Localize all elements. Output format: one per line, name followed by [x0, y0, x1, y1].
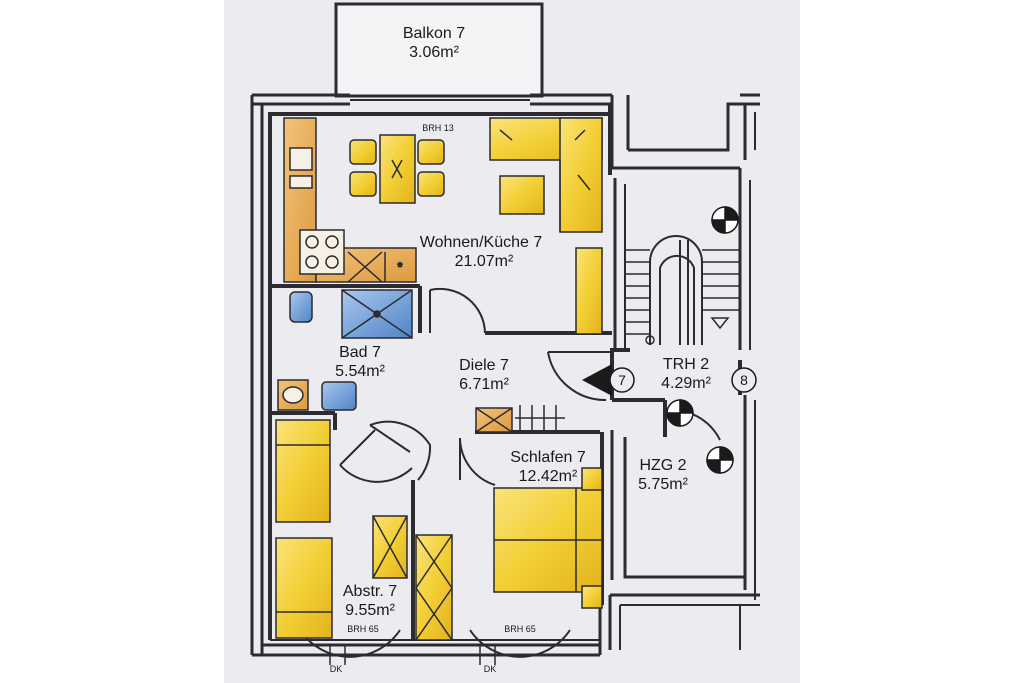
unit-7-marker: 7 — [618, 372, 626, 388]
unit-8-marker-group: 8 — [731, 367, 757, 393]
unit-8-marker: 8 — [740, 372, 748, 388]
dk-right-note: DK — [484, 664, 497, 674]
storage-furniture — [275, 419, 408, 639]
doors — [299, 235, 721, 658]
light-symbols — [666, 206, 739, 474]
bad-area: 5.54m² — [335, 363, 385, 380]
wohnen-area: 21.07m² — [455, 253, 514, 270]
brh-right-note: BRH 65 — [504, 624, 536, 634]
svg-text:*: * — [398, 260, 403, 274]
stairs — [625, 249, 740, 345]
wohnen-name: Wohnen/Küche 7 — [420, 234, 543, 251]
bad-name: Bad 7 — [339, 344, 381, 361]
balkon-area: 3.06m² — [409, 44, 459, 61]
brh-left-note: BRH 65 — [347, 624, 379, 634]
dining-table — [349, 134, 445, 204]
abstr-area: 9.55m² — [345, 602, 395, 619]
hzg-name: HZG 2 — [639, 457, 686, 474]
hall-wardrobe — [475, 405, 565, 433]
plan-notes: BRH 13 BRH 65 BRH 65 DK DK — [330, 123, 536, 674]
hzg-area: 5.75m² — [638, 476, 688, 493]
diele-name: Diele 7 — [459, 357, 509, 374]
diele-area: 6.71m² — [459, 376, 509, 393]
living-sofa — [489, 117, 603, 335]
abstr-name: Abstr. 7 — [343, 583, 397, 600]
kitchen-counter: * — [283, 117, 417, 283]
trh-name: TRH 2 — [663, 356, 709, 373]
schlafen-area: 12.42m² — [519, 468, 578, 485]
bathroom-fixtures — [277, 289, 413, 411]
entry-arrow-marker: 7 — [582, 364, 635, 396]
brh-top-note: BRH 13 — [422, 123, 454, 133]
schlafen-name: Schlafen 7 — [510, 449, 586, 466]
balcony — [334, 2, 544, 98]
dk-left-note: DK — [330, 664, 343, 674]
outer-walls — [250, 93, 760, 657]
bottom-window-lines — [329, 645, 496, 665]
balkon-name: Balkon 7 — [403, 25, 465, 42]
room-labels: Balkon 7 3.06m² Wohnen/Küche 7 21.07m² B… — [335, 25, 711, 619]
bedroom-furniture — [415, 467, 603, 641]
trh-area: 4.29m² — [661, 375, 711, 392]
